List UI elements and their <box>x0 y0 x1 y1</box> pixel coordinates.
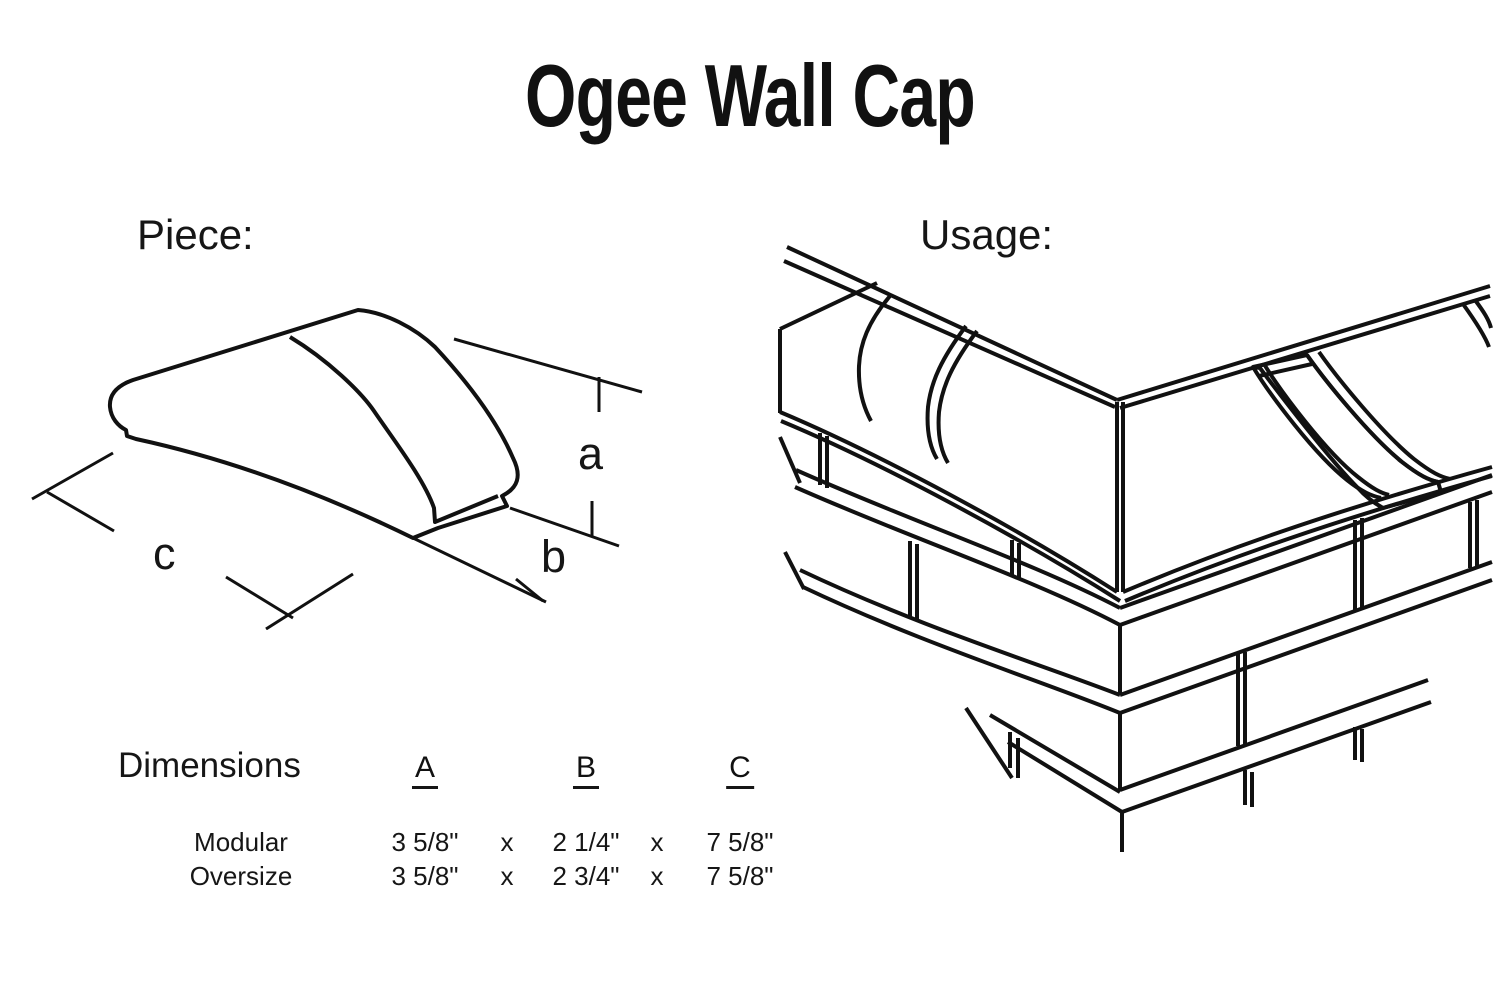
row-oversize-b: 2 3/4" <box>552 861 620 891</box>
right-cap-joint3b <box>1473 298 1493 329</box>
row-modular-b: 2 1/4" <box>552 827 620 857</box>
multiply-sign: x <box>650 861 664 891</box>
corner-cap-joint <box>1115 402 1125 592</box>
row-modular-a: 3 5/8" <box>391 827 459 857</box>
multiply-sign: x <box>500 827 514 857</box>
left-cap-ridge <box>786 245 1118 402</box>
dim-a-ext-top <box>453 337 643 394</box>
dim-label-c: c <box>153 528 176 579</box>
left-band1-upper <box>795 468 1121 610</box>
right-bottom-cut-lower <box>1121 700 1432 814</box>
right-cap-drip-upper <box>1122 465 1493 594</box>
left-mid-course-joint <box>908 541 919 620</box>
dim-label-a: a <box>578 428 604 479</box>
dim-b-tick <box>515 577 544 603</box>
right-cap-joint2a <box>1305 353 1439 484</box>
right-band1-lower <box>1119 490 1493 627</box>
right-mid-course-joint <box>1236 652 1247 746</box>
dim-c-tick-left <box>46 490 115 533</box>
left-bottom-jag <box>964 706 1014 780</box>
multiply-sign: x <box>650 827 664 857</box>
right-edge-course-joint <box>1468 500 1479 568</box>
highlighted-cap <box>1251 353 1443 510</box>
right-bottom-cut-upper <box>1119 678 1429 792</box>
right-band2-upper <box>1119 560 1493 697</box>
piece-drawing <box>30 300 650 631</box>
multiply-sign: x <box>500 861 514 891</box>
left-band1-lower <box>794 485 1121 627</box>
left-cap-top-strip <box>783 259 1116 409</box>
left-band2-lower <box>802 585 1121 715</box>
row-modular-c: 7 5/8" <box>706 827 774 857</box>
dim-c-tick-right <box>225 575 294 620</box>
highlighted-cap-top-edge <box>1258 362 1313 378</box>
left-band2-upper <box>799 568 1121 697</box>
left-bottom-cut-lower <box>1006 740 1124 814</box>
left-cut-jag2 <box>783 551 806 590</box>
ogee-profile-curve <box>288 335 499 524</box>
right-cap-joint3a <box>1461 302 1491 348</box>
left-cap-joint1 <box>856 294 892 422</box>
right-cap-joint1b <box>1262 362 1390 497</box>
row-oversize-c: 7 5/8" <box>706 861 774 891</box>
right-dangling-joint2 <box>1353 727 1364 762</box>
left-cap-joint2b <box>936 329 979 465</box>
row-modular-label: Modular <box>194 827 288 857</box>
dim-c-ext-right <box>265 572 354 631</box>
left-cap-drip-upper <box>779 410 1119 594</box>
left-cap-cut-joint <box>779 281 878 331</box>
left-cap-drip-lower <box>780 419 1122 603</box>
left-cap-joint2a <box>925 324 968 461</box>
row-oversize-label: Oversize <box>189 861 293 891</box>
left-dangling-joint <box>1008 732 1020 778</box>
left-top-course-joint <box>818 433 829 488</box>
right-top-course-joint <box>1353 518 1364 611</box>
usage-drawing-svg <box>778 245 1493 852</box>
cap-outline <box>107 308 520 540</box>
piece-section-label: Piece: <box>137 211 254 258</box>
dim-b-ext <box>412 536 547 604</box>
right-cap-joint2b <box>1317 350 1451 481</box>
right-band2-lower <box>1119 578 1493 715</box>
right-cap-top-strip <box>1119 294 1491 410</box>
col-header-c: C <box>726 753 754 789</box>
dim-ledge-ext <box>509 506 620 548</box>
col-header-a: A <box>411 753 439 789</box>
usage-section-label: Usage: <box>920 211 1054 258</box>
dimensions-table-label: Dimensions <box>118 746 301 785</box>
right-cap-joint1a <box>1251 365 1382 500</box>
right-band1-upper <box>1119 473 1493 610</box>
page-title: Ogee Wall Cap <box>525 46 976 145</box>
right-cap-drip-lower <box>1124 474 1493 603</box>
left-bottom-cut-upper <box>988 713 1122 794</box>
left-cut-jag1 <box>778 436 802 484</box>
piece-drawing-svg <box>31 308 643 631</box>
row-oversize-a: 3 5/8" <box>391 861 459 891</box>
usage-drawing <box>770 240 1500 890</box>
right-cap-ridge <box>1116 284 1491 402</box>
col-header-b: B <box>572 753 600 789</box>
right-dangling-joint1 <box>1243 770 1254 807</box>
dim-label-b: b <box>541 531 567 582</box>
dim-c-ext-left <box>31 451 114 501</box>
left-top-course-joint2 <box>1010 540 1021 579</box>
